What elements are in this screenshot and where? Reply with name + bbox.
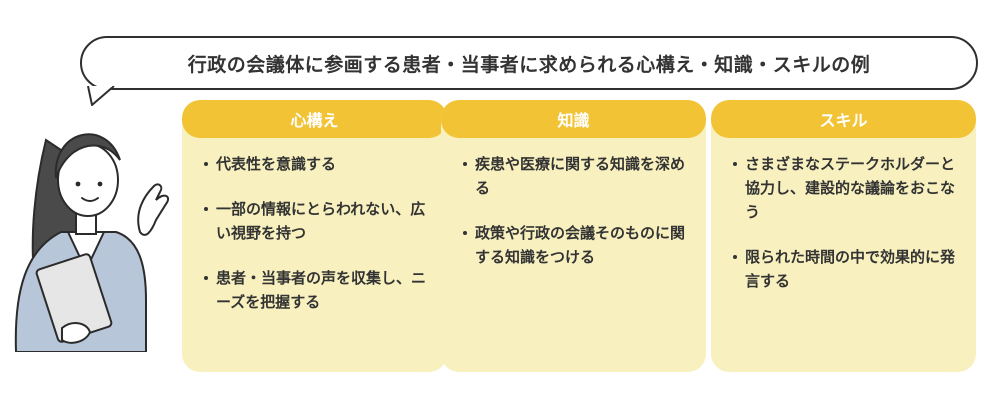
card-header-knowledge: 知識 [441,100,706,138]
card-header-skills: スキル [711,100,976,138]
card-header-label: スキル [819,111,868,130]
speech-bubble: 行政の会議体に参画する患者・当事者に求められる心構え・知識・スキルの例 [80,36,978,90]
card-header-mindset: 心構え [182,100,447,138]
list-item: 限られた時間の中で効果的に発言する [733,245,960,293]
card-skills: スキル さまざまなステークホルダーと協力し、建設的な議論をおこなう 限られた時間… [711,100,976,372]
card-header-label: 心構え [290,111,339,130]
presenter-illustration [14,133,170,352]
list-item: さまざまなステークホルダーと協力し、建設的な議論をおこなう [733,152,960,224]
list-item: 代表性を意識する [204,152,431,176]
card-mindset: 心構え 代表性を意識する 一部の情報にとらわれない、広い視野を持つ 患者・当事者… [182,100,447,372]
card-header-label: 知識 [557,111,590,130]
card-knowledge: 知識 疾患や医療に関する知識を深める 政策や行政の会議そのものに関する知識をつけ… [441,100,706,372]
list-item: 疾患や医療に関する知識を深める [463,152,690,200]
item-list: 代表性を意識する 一部の情報にとらわれない、広い視野を持つ 患者・当事者の声を収… [182,138,447,314]
item-list: さまざまなステークホルダーと協力し、建設的な議論をおこなう 限られた時間の中で効… [711,138,976,293]
list-item: 一部の情報にとらわれない、広い視野を持つ [204,197,431,245]
bubble-title: 行政の会議体に参画する患者・当事者に求められる心構え・知識・スキルの例 [187,53,871,76]
list-item: 政策や行政の会議そのものに関する知識をつける [463,221,690,269]
item-list: 疾患や医療に関する知識を深める 政策や行政の会議そのものに関する知識をつける [441,138,706,269]
bubble-tail [87,86,115,106]
list-item: 患者・当事者の声を収集し、ニーズを把握する [204,266,431,314]
